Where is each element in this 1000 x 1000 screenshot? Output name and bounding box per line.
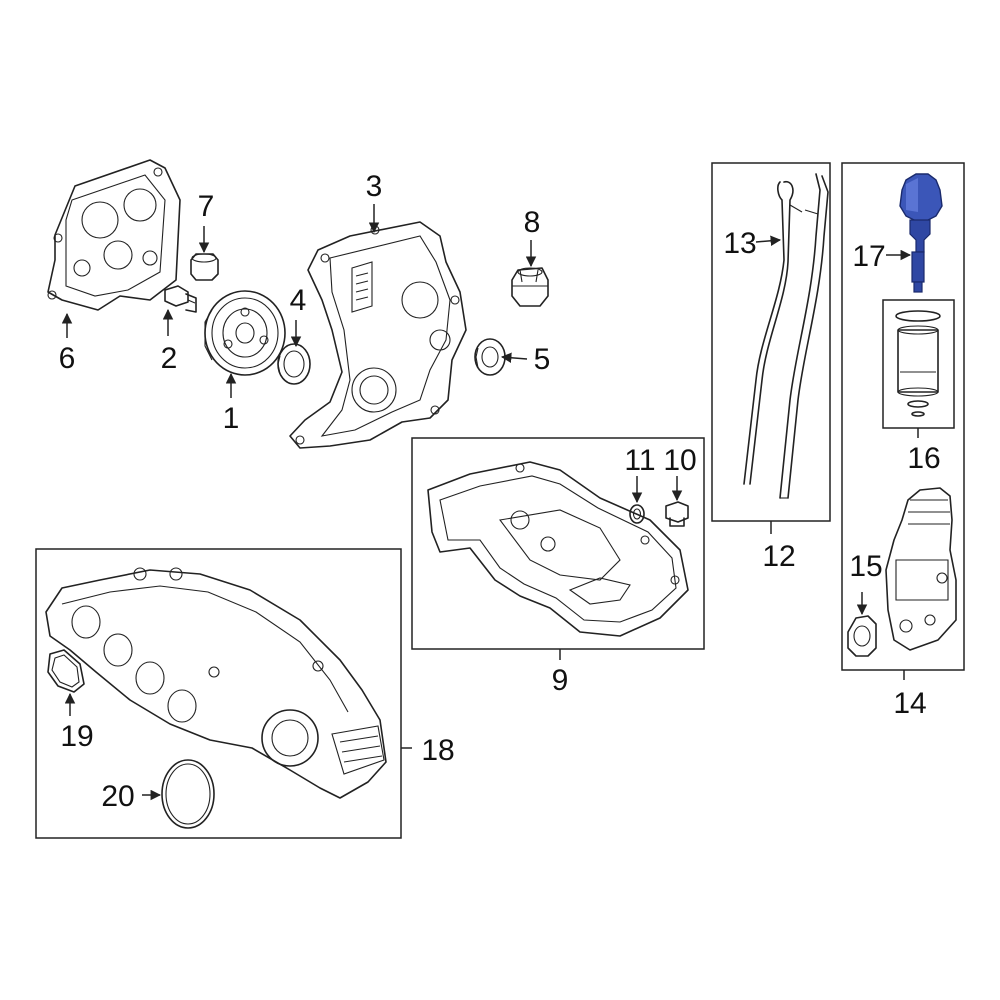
- callout-8: 8: [524, 206, 541, 239]
- callout-12: 12: [762, 540, 795, 573]
- intake-manifold-group-box: [35, 548, 402, 839]
- callout-1: 1: [223, 402, 240, 435]
- callout-3: 3: [366, 170, 383, 203]
- dipstick-group-box: [711, 162, 831, 522]
- leader-lines: [61, 204, 919, 801]
- oil-pan-group-box: [411, 437, 705, 650]
- callout-15: 15: [849, 550, 882, 583]
- plug-part-7[interactable]: [190, 253, 219, 281]
- dipstick-tube-part-12[interactable]: [779, 173, 829, 499]
- callout-19: 19: [60, 720, 93, 753]
- oil-pan[interactable]: [427, 461, 689, 637]
- cap-part-15[interactable]: [847, 615, 877, 657]
- intake-manifold-part-18[interactable]: [45, 567, 387, 799]
- callout-20: 20: [101, 780, 134, 813]
- gasket-part-19[interactable]: [47, 649, 85, 693]
- bolt-part-2[interactable]: [164, 285, 197, 313]
- callout-14: 14: [893, 687, 926, 720]
- callout-16: 16: [907, 442, 940, 475]
- callout-4: 4: [290, 284, 307, 317]
- oil-filter-housing-cap-part-17[interactable]: [899, 173, 943, 293]
- washer-part-11[interactable]: [629, 504, 645, 524]
- callout-11: 11: [624, 444, 655, 477]
- callout-6: 6: [59, 342, 76, 375]
- seal-part-5[interactable]: [474, 338, 506, 376]
- callout-labels: 1 2 3 4 5 6 7 8 9 10 11 12 13 14 15 16 1…: [59, 170, 941, 813]
- crank-pulley[interactable]: [204, 290, 286, 376]
- callout-2: 2: [161, 342, 178, 375]
- callout-7: 7: [198, 190, 215, 223]
- callout-17: 17: [852, 240, 885, 273]
- seal-part-4[interactable]: [277, 343, 311, 385]
- oil-filter-group-box: [841, 162, 965, 671]
- callout-10: 10: [663, 444, 696, 477]
- dipstick-part-13[interactable]: [743, 180, 803, 485]
- oil-filter-element-part-16[interactable]: [895, 310, 941, 417]
- o-ring-part-20[interactable]: [161, 759, 215, 829]
- callout-13: 13: [723, 227, 756, 260]
- callout-9: 9: [552, 664, 569, 697]
- drain-plug-part-10[interactable]: [665, 501, 689, 527]
- cap-part-8[interactable]: [511, 267, 549, 307]
- callout-18: 18: [421, 734, 454, 767]
- callout-5: 5: [534, 343, 551, 376]
- filter-element-sub-box: [882, 299, 955, 429]
- timing-cover-plate[interactable]: [47, 159, 181, 311]
- front-timing-cover[interactable]: [289, 221, 467, 449]
- oil-filter-housing-part-14[interactable]: [885, 487, 957, 651]
